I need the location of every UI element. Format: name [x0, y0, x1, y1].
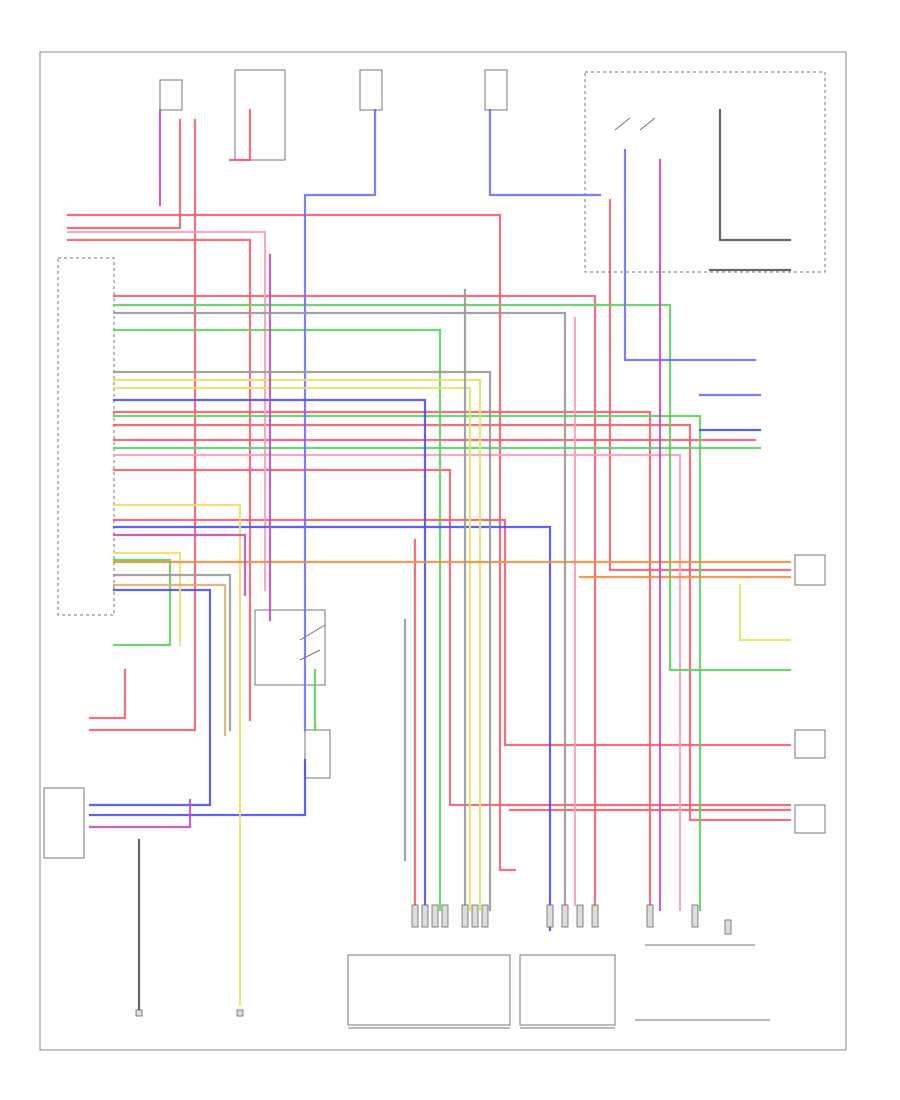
wire-red-3 [112, 294, 597, 912]
wire-red-2 [66, 238, 252, 722]
wire-red-10 [88, 668, 127, 720]
connector-box-2 [519, 954, 616, 1026]
wire-red-7 [112, 518, 792, 747]
top-switch-4 [484, 69, 508, 111]
wire-red-9 [88, 118, 197, 732]
wire-tan-1 [112, 583, 227, 737]
switch-contact [299, 624, 326, 641]
connector-pin [691, 904, 699, 928]
wire-gray-3 [112, 573, 232, 732]
wire-blue-1 [112, 525, 552, 932]
wire-red-13 [66, 118, 182, 230]
top-right-module [584, 71, 826, 273]
connector-pin [471, 904, 479, 928]
right-component-3 [794, 804, 826, 834]
top-switch-2 [234, 69, 286, 161]
wire-green-4 [112, 328, 442, 912]
switch-symbol [299, 117, 656, 661]
connector-pin [561, 904, 569, 928]
wire-green-1 [112, 303, 792, 672]
connector-pin [576, 904, 584, 928]
ground-point [135, 1009, 143, 1017]
wire-green-2 [112, 414, 702, 912]
wire-red-15 [228, 108, 252, 162]
wire-blue-3 [88, 758, 307, 817]
wire-green-5 [112, 558, 172, 647]
ground-point [236, 1009, 244, 1017]
connector-pin [546, 904, 554, 928]
wire-blue-5 [488, 108, 602, 197]
wire-gray-1 [112, 311, 567, 912]
lower-left-module [43, 787, 85, 859]
connector-pin [441, 904, 449, 928]
connector-pin [411, 904, 419, 928]
connector-pin [431, 904, 439, 928]
switch-contact [639, 117, 656, 131]
wire-yellow-3 [112, 551, 182, 647]
wire-red-8 [112, 410, 652, 922]
wire-violet-5 [88, 798, 192, 829]
wire-yellow-1 [112, 378, 482, 912]
wire-red-11 [608, 198, 792, 572]
connector-pin [481, 904, 489, 928]
wire-yellow-4 [112, 503, 242, 1007]
wire-yellow-5 [738, 583, 792, 642]
wire-red-4 [112, 423, 792, 822]
module-boxes [43, 69, 826, 1026]
wire-red-6 [112, 468, 792, 807]
connector-pin [724, 919, 732, 935]
connector-pin [461, 904, 469, 928]
right-component-1 [794, 554, 826, 586]
wires [66, 108, 792, 1012]
wire-blue-6 [623, 148, 757, 362]
wire-blue-4 [303, 108, 377, 732]
switch-contact [299, 649, 321, 661]
wire-blue-2 [88, 588, 212, 807]
top-switch-1 [159, 79, 183, 111]
connector-pin [421, 904, 429, 928]
connector-pin [646, 904, 654, 928]
wire-black-2 [718, 108, 792, 242]
relay-box [304, 729, 331, 779]
wire-violet-4 [112, 533, 247, 597]
switch-contact [614, 117, 631, 131]
wire-pink-1 [112, 453, 682, 912]
wire-gray-2 [112, 370, 492, 912]
main-module-box [57, 257, 115, 616]
wire-blue-7 [112, 398, 427, 912]
connector-box-1 [347, 954, 511, 1026]
connector-pin [591, 904, 599, 928]
wire-pink-2 [66, 230, 267, 592]
switch-box [254, 609, 326, 686]
right-component-2 [794, 729, 826, 759]
wire-yellow-2 [112, 386, 472, 912]
wire-red-1 [66, 213, 517, 872]
top-switch-3 [359, 69, 383, 111]
bottom-brackets [348, 944, 770, 1029]
page-border [39, 51, 847, 1051]
connector-stubs [135, 904, 732, 1017]
